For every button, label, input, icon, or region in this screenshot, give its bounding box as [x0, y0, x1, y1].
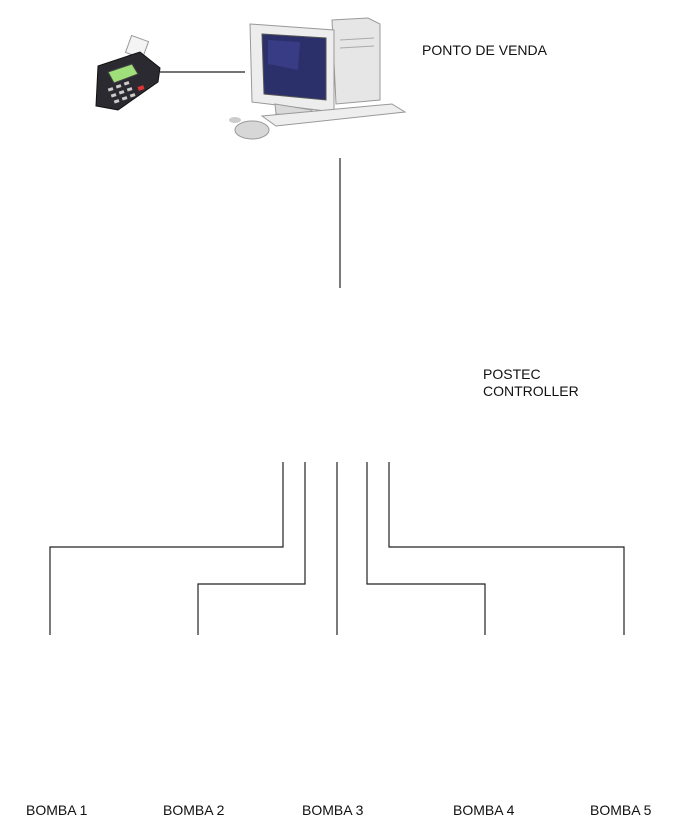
- pump-label-1: BOMBA 1: [26, 802, 88, 818]
- controller-to-pump2-line: [197, 462, 306, 635]
- controller-to-pump1-line: [49, 462, 284, 635]
- pos-label: PONTO DE VENDA: [422, 42, 547, 58]
- pump-label-4: BOMBA 4: [453, 802, 515, 818]
- controller-to-pump4-line: [366, 462, 486, 635]
- controller-label-line2: CONTROLLER: [483, 383, 579, 399]
- controller-to-pump5-line: [388, 462, 625, 635]
- pump-label-5: BOMBA 5: [590, 802, 652, 818]
- controller-label-line1: POSTEC: [483, 366, 541, 382]
- pump-label-2: BOMBA 2: [163, 802, 225, 818]
- card-terminal-icon: [95, 34, 161, 111]
- pump-label-3: BOMBA 3: [302, 802, 364, 818]
- computer-icon: [229, 17, 407, 140]
- controller-label: POSTEC CONTROLLER: [483, 366, 579, 400]
- connection-lines: [49, 71, 625, 635]
